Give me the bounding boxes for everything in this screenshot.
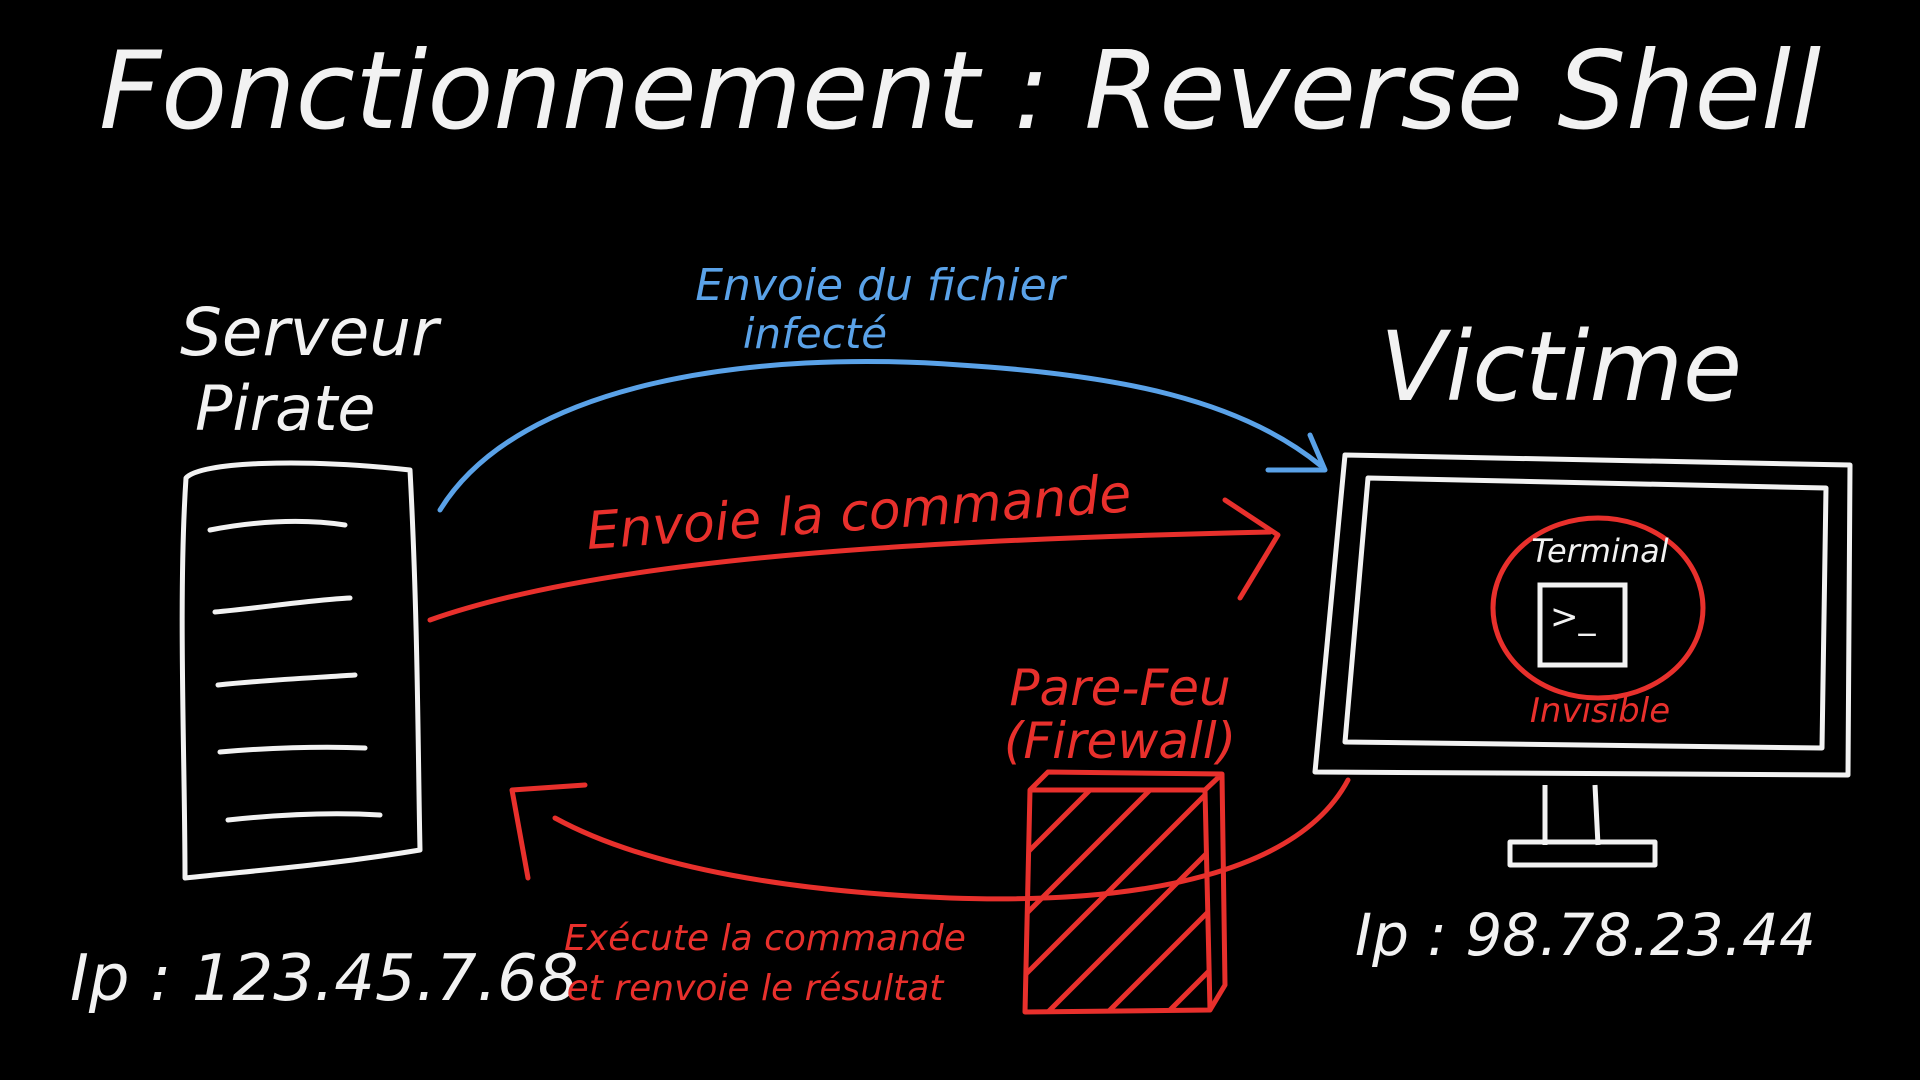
send-file-label-line1: Envoie du fichier: [695, 260, 1068, 311]
page-title: Fonctionnement : Reverse Shell: [99, 29, 1821, 154]
server-label-line2: Pirate: [195, 372, 376, 445]
send-file-arrow: Envoie du fichier infecté: [437, 260, 1328, 513]
send-file-label-line2: infecté: [743, 309, 887, 358]
execute-label-line1: Exécute la commande: [564, 918, 966, 959]
firewall-label-line2: (Firewall): [1004, 712, 1236, 770]
firewall-group: Pare-Feu (Firewall): [1004, 659, 1236, 1015]
terminal-label: Terminal: [1531, 532, 1668, 570]
monitor-icon: [1312, 452, 1853, 868]
victim-ip: Ip : 98.78.23.44: [1355, 901, 1816, 969]
victim-label: Victime: [1380, 311, 1742, 423]
server-label-line1: Serveur: [180, 294, 442, 371]
server-icon: [179, 460, 423, 881]
invisible-terminal-circle: [1490, 515, 1706, 701]
victim-group: Victime Terminal >_ Invisible Ip : 98.78…: [1312, 311, 1853, 969]
send-file-arrowhead: [1265, 432, 1328, 473]
terminal-icon: [1537, 582, 1628, 668]
return-result-arrow: Exécute la commande et renvoie le résult…: [509, 777, 1351, 1009]
firewall-icon: [1022, 769, 1228, 1015]
send-command-arrowhead: [1222, 497, 1281, 601]
return-result-arrowhead: [509, 782, 588, 881]
execute-label-line2: et renvoie le résultat: [567, 968, 946, 1009]
server-group: Serveur Pirate Ip : 123.45.7.68: [70, 294, 579, 1016]
server-ip: Ip : 123.45.7.68: [70, 942, 579, 1016]
send-command-arrow: Envoie la commande: [427, 464, 1281, 623]
invisible-label: Invisible: [1530, 691, 1670, 731]
terminal-prompt: >_: [1550, 597, 1596, 637]
firewall-label-line1: Pare-Feu: [1009, 659, 1230, 717]
server-slots: [207, 518, 383, 823]
